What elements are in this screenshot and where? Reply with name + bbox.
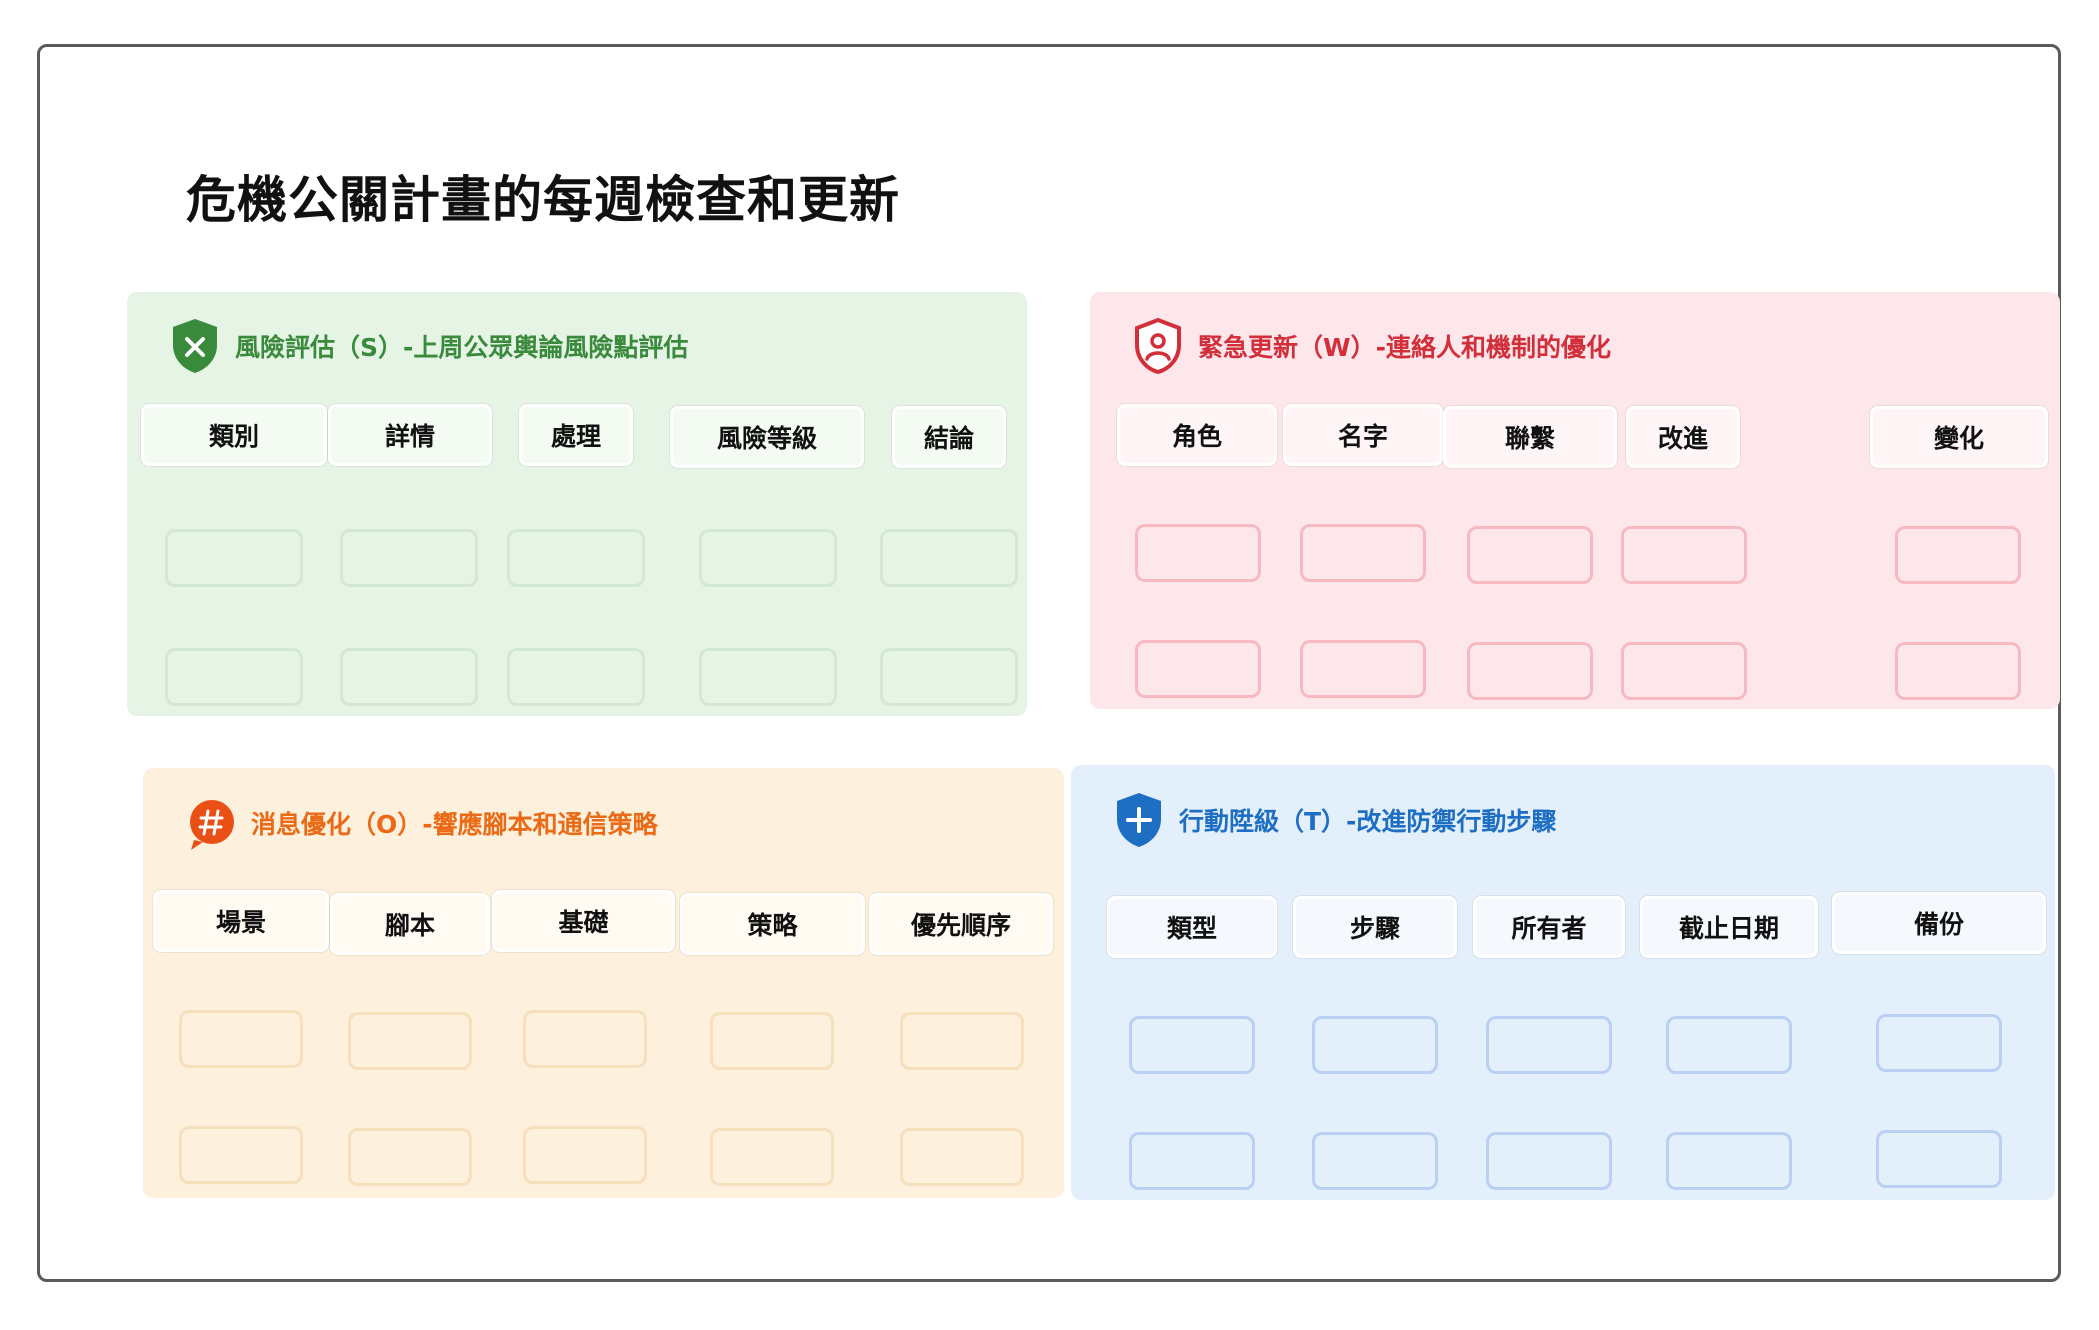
table-cell-placeholder[interactable] [699, 529, 837, 587]
column-header-change[interactable]: 變化 [1870, 406, 2048, 468]
table-cell-placeholder[interactable] [880, 648, 1018, 706]
shield-x-icon [169, 317, 221, 375]
column-header-role[interactable]: 角色 [1117, 404, 1277, 466]
panel-risk-assessment: 風險評估（S）-上周公眾輿論風險點評估 類別 詳情 處理 風險等級 結論 [127, 292, 1027, 716]
column-header-type[interactable]: 類型 [1107, 896, 1277, 958]
table-cell-placeholder[interactable] [1129, 1132, 1255, 1190]
table-cell-placeholder[interactable] [179, 1126, 303, 1184]
panel-header: 消息優化（O）-響應腳本和通信策略 [185, 794, 658, 852]
table-cell-placeholder[interactable] [1300, 640, 1426, 698]
column-header-script[interactable]: 腳本 [330, 893, 490, 955]
table-cell-placeholder[interactable] [1135, 524, 1261, 582]
panel-message-optimization: 消息優化（O）-響應腳本和通信策略 場景 腳本 基礎 策略 優先順序 [143, 768, 1064, 1198]
panel-title: 行動陞級（T）-改進防禦行動步驟 [1179, 807, 1557, 836]
table-cell-placeholder[interactable] [1467, 642, 1593, 700]
column-header-strategy[interactable]: 策略 [680, 893, 865, 955]
table-cell-placeholder[interactable] [1135, 640, 1261, 698]
panel-title: 消息優化（O）-響應腳本和通信策略 [251, 810, 658, 839]
panel-header: 風險評估（S）-上周公眾輿論風險點評估 [169, 317, 688, 375]
table-cell-placeholder[interactable] [340, 648, 478, 706]
table-cell-placeholder[interactable] [348, 1128, 472, 1186]
table-cell-placeholder[interactable] [507, 529, 645, 587]
table-cell-placeholder[interactable] [1312, 1016, 1438, 1074]
table-cell-placeholder[interactable] [699, 648, 837, 706]
hash-bubble-icon [185, 794, 237, 852]
table-cell-placeholder[interactable] [1666, 1132, 1792, 1190]
column-header-due-date[interactable]: 截止日期 [1640, 896, 1818, 958]
table-cell-placeholder[interactable] [1312, 1132, 1438, 1190]
table-cell-placeholder[interactable] [348, 1012, 472, 1070]
table-cell-placeholder[interactable] [1666, 1016, 1792, 1074]
table-cell-placeholder[interactable] [880, 529, 1018, 587]
column-header-risk-level[interactable]: 風險等級 [670, 406, 864, 468]
column-header-improvement[interactable]: 改進 [1626, 406, 1740, 468]
column-header-conclusion[interactable]: 結論 [892, 406, 1006, 468]
table-cell-placeholder[interactable] [1486, 1016, 1612, 1074]
column-header-foundation[interactable]: 基礎 [492, 890, 675, 952]
table-cell-placeholder[interactable] [900, 1128, 1024, 1186]
panel-title: 緊急更新（W）-連絡人和機制的優化 [1198, 333, 1611, 362]
table-cell-placeholder[interactable] [710, 1128, 834, 1186]
panel-title: 風險評估（S）-上周公眾輿論風險點評估 [235, 333, 689, 362]
table-cell-placeholder[interactable] [1876, 1014, 2002, 1072]
table-cell-placeholder[interactable] [507, 648, 645, 706]
table-cell-placeholder[interactable] [1876, 1130, 2002, 1188]
column-header-contact[interactable]: 聯繫 [1443, 406, 1617, 468]
panel-emergency-update: 緊急更新（W）-連絡人和機制的優化 角色 名字 聯繫 改進 變化 [1090, 292, 2060, 709]
panel-header: 行動陞級（T）-改進防禦行動步驟 [1113, 791, 1556, 849]
column-header-details[interactable]: 詳情 [328, 404, 492, 466]
table-cell-placeholder[interactable] [1467, 526, 1593, 584]
panel-header: 緊急更新（W）-連絡人和機制的優化 [1132, 317, 1611, 375]
column-header-scenario[interactable]: 場景 [153, 890, 329, 952]
table-cell-placeholder[interactable] [523, 1010, 647, 1068]
column-header-owner[interactable]: 所有者 [1473, 896, 1625, 958]
table-cell-placeholder[interactable] [1486, 1132, 1612, 1190]
page-title: 危機公關計畫的每週檢查和更新 [186, 171, 900, 229]
column-header-steps[interactable]: 步驟 [1293, 896, 1457, 958]
column-header-priority[interactable]: 優先順序 [869, 893, 1053, 955]
shield-plus-icon [1113, 791, 1165, 849]
table-cell-placeholder[interactable] [165, 529, 303, 587]
table-cell-placeholder[interactable] [1621, 526, 1747, 584]
column-header-category[interactable]: 類別 [141, 404, 327, 466]
table-cell-placeholder[interactable] [1895, 526, 2021, 584]
table-cell-placeholder[interactable] [900, 1012, 1024, 1070]
panel-action-escalation: 行動陞級（T）-改進防禦行動步驟 類型 步驟 所有者 截止日期 備份 [1071, 765, 2055, 1200]
person-shield-icon [1132, 317, 1184, 375]
table-cell-placeholder[interactable] [1895, 642, 2021, 700]
table-cell-placeholder[interactable] [1300, 524, 1426, 582]
column-header-backup[interactable]: 備份 [1832, 892, 2046, 954]
table-cell-placeholder[interactable] [165, 648, 303, 706]
table-cell-placeholder[interactable] [710, 1012, 834, 1070]
table-cell-placeholder[interactable] [1621, 642, 1747, 700]
table-cell-placeholder[interactable] [523, 1126, 647, 1184]
column-header-name[interactable]: 名字 [1283, 404, 1443, 466]
table-cell-placeholder[interactable] [1129, 1016, 1255, 1074]
table-cell-placeholder[interactable] [179, 1010, 303, 1068]
column-header-handling[interactable]: 處理 [519, 404, 633, 466]
table-cell-placeholder[interactable] [340, 529, 478, 587]
